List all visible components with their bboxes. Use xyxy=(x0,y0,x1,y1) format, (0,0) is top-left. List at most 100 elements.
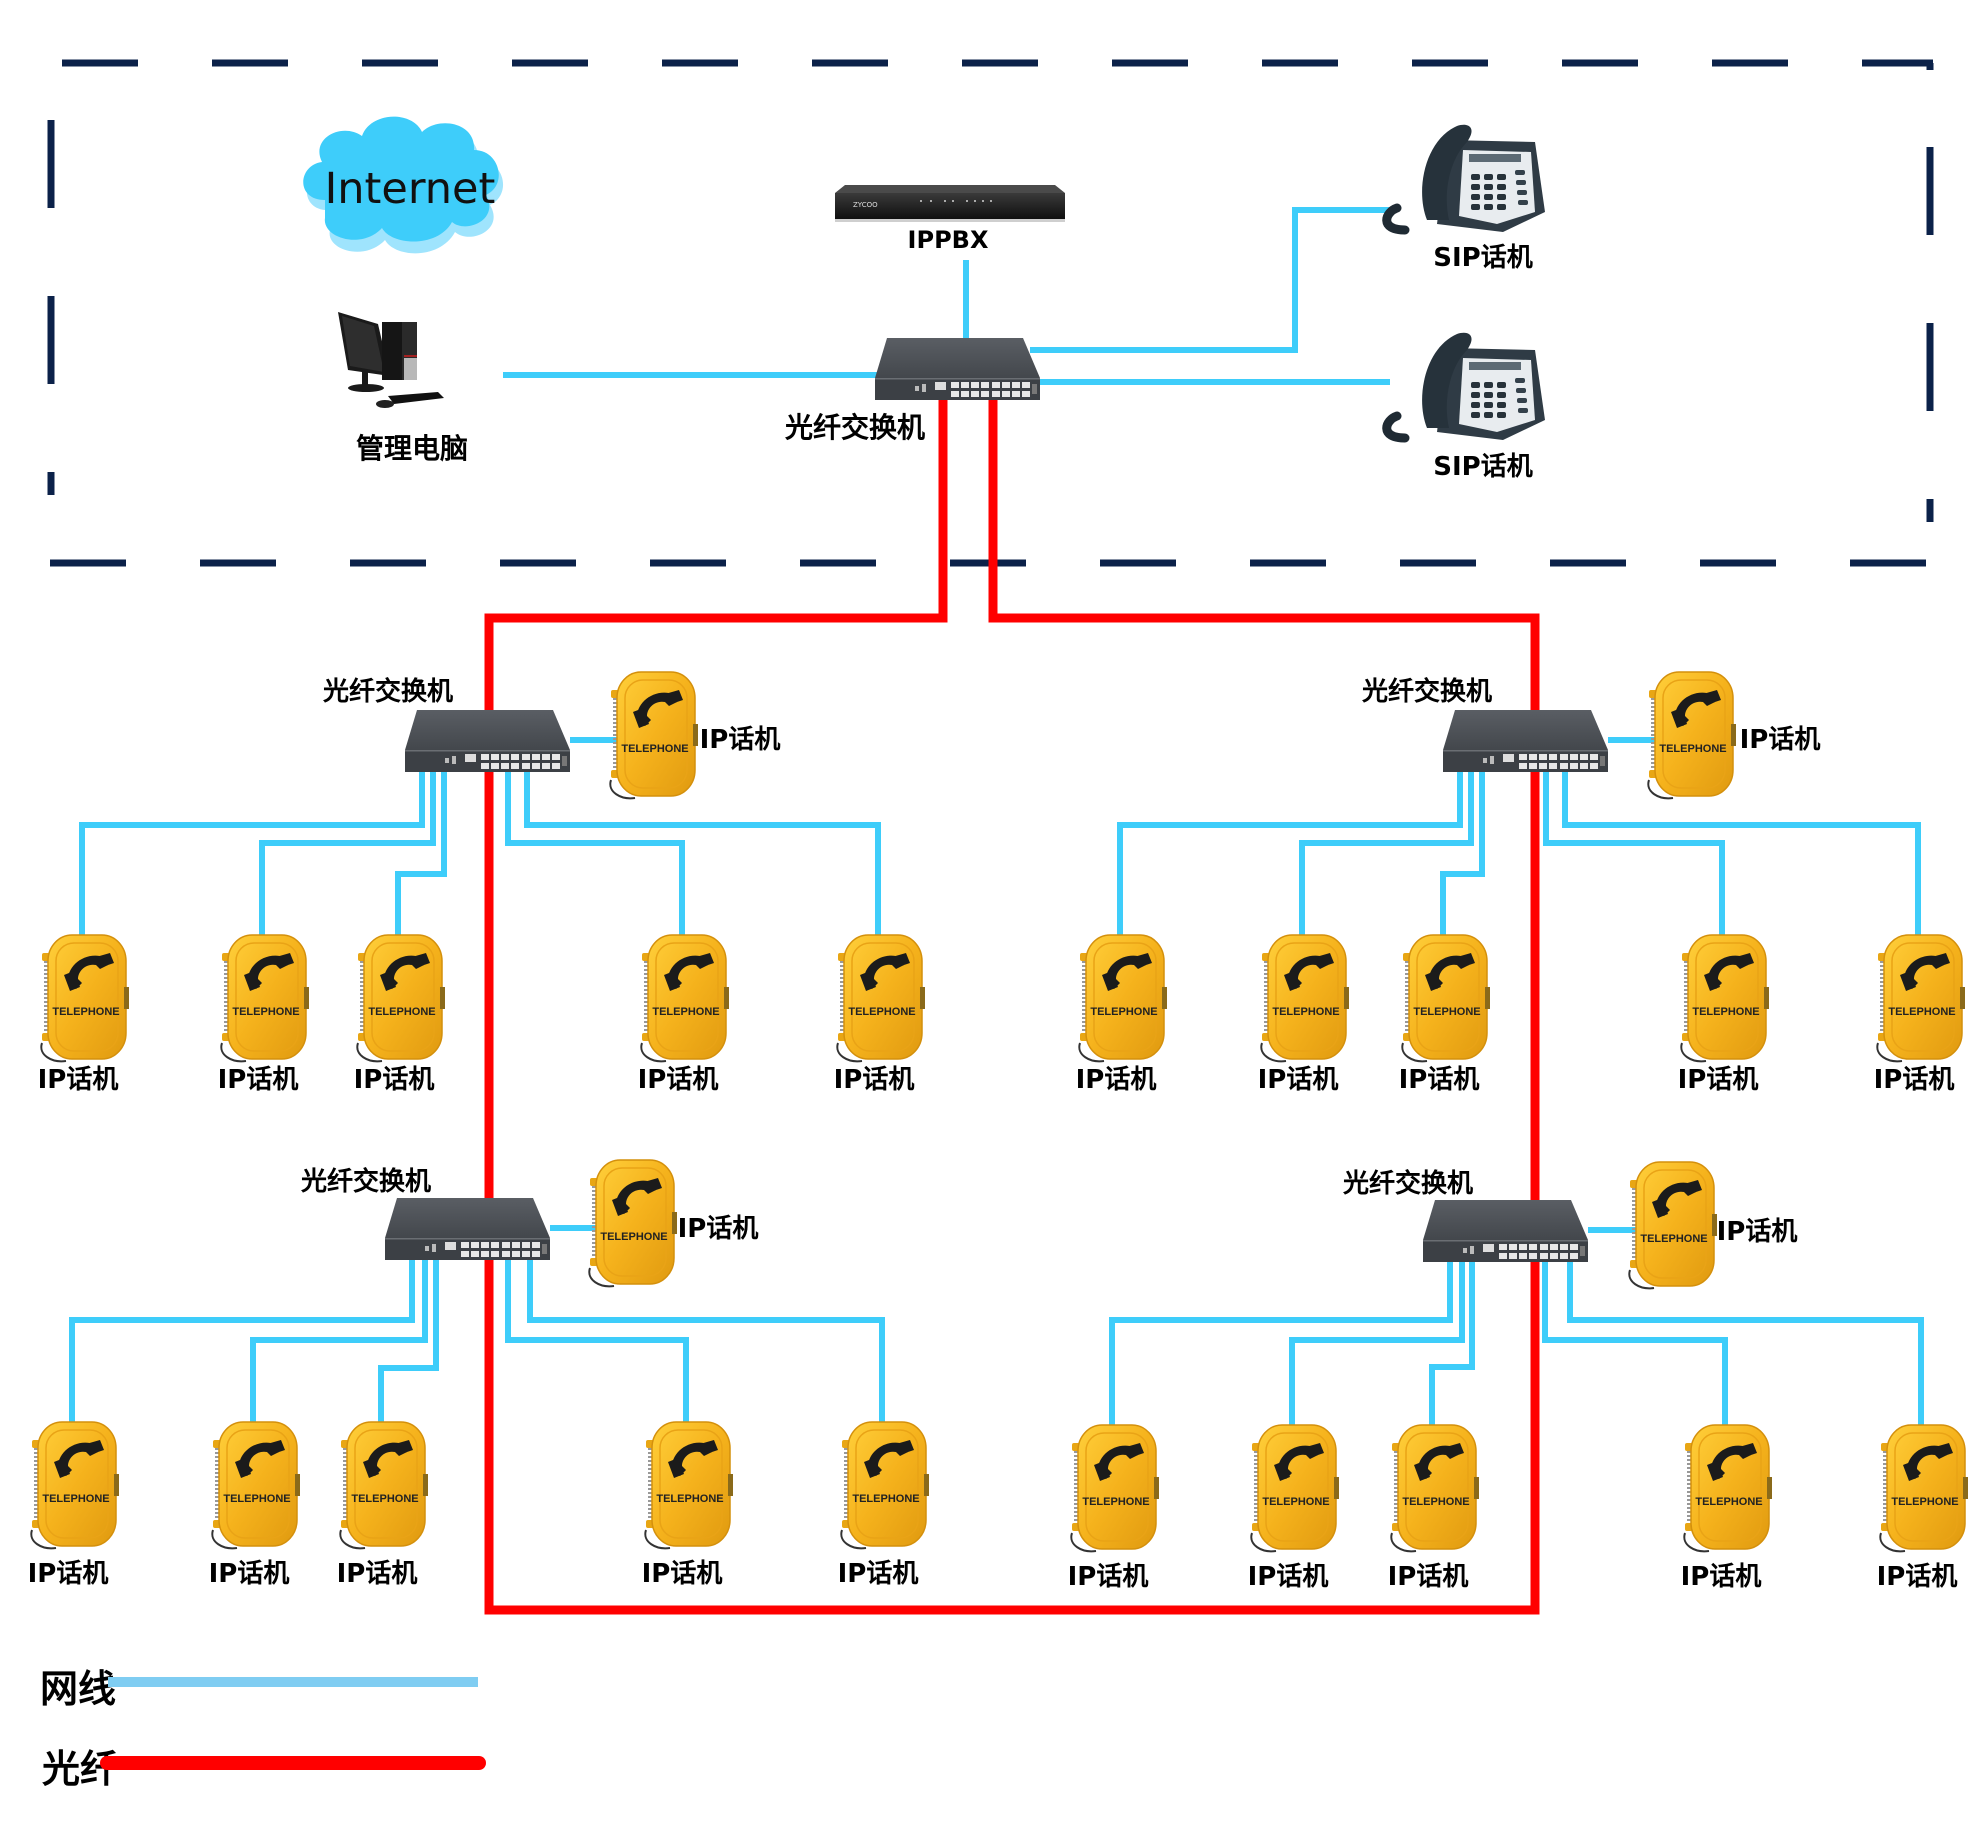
ip-phone-label: IP话机 xyxy=(638,1065,719,1095)
ethernet-link xyxy=(1562,772,1921,935)
ip-telephone-icon xyxy=(1069,1423,1161,1554)
fiber-switch-label: 光纤交换机 xyxy=(322,676,453,707)
telephone-plate-text: TELEPHONE xyxy=(232,1006,299,1018)
ethernet-link xyxy=(378,1260,439,1422)
ip-telephone-icon xyxy=(643,1420,735,1551)
telephone-plate-text: TELEPHONE xyxy=(1659,743,1726,755)
ip-telephone-icon xyxy=(1259,933,1351,1064)
sip-phone-icon xyxy=(1387,125,1545,232)
telephone-plate-text: TELEPHONE xyxy=(1413,1006,1480,1018)
ip-phone-label: IP话机 xyxy=(1740,725,1821,755)
ip-telephone-icon xyxy=(355,933,447,1064)
telephone-plate-text: TELEPHONE xyxy=(1402,1496,1469,1508)
ethernet-link xyxy=(79,772,425,935)
ippbx-device-icon: ZYCOO xyxy=(835,185,1065,222)
ethernet-link xyxy=(1542,1262,1728,1425)
telephone-plate-text: TELEPHONE xyxy=(1640,1233,1707,1245)
ip-phone-label: IP话机 xyxy=(700,725,781,755)
ip-phone-label: IP话机 xyxy=(218,1065,299,1095)
telephone-plate-text: TELEPHONE xyxy=(848,1006,915,1018)
ip-phone-label: IP话机 xyxy=(834,1065,915,1095)
ip-telephone-icon xyxy=(608,670,700,801)
ethernet-link xyxy=(1117,772,1463,935)
sip-phone-icon xyxy=(1387,333,1545,440)
ip-telephone-icon xyxy=(1679,933,1771,1064)
telephone-plate-text: TELEPHONE xyxy=(368,1006,435,1018)
ethernet-link xyxy=(1429,1262,1475,1425)
ip-phone-label: IP话机 xyxy=(838,1559,919,1589)
pc-label: 管理电脑 xyxy=(356,432,468,465)
ethernet-link xyxy=(250,1260,428,1422)
ip-telephone-icon xyxy=(1646,670,1738,801)
telephone-plate-text: TELEPHONE xyxy=(600,1231,667,1243)
ip-phone-label: IP话机 xyxy=(209,1559,290,1589)
ip-telephone-icon xyxy=(839,1420,931,1551)
ethernet-branch-lines xyxy=(69,1225,885,1422)
ip-telephone-icon xyxy=(1077,933,1169,1064)
ip-telephone-icon xyxy=(1682,1423,1774,1554)
ip-phone-label: IP话机 xyxy=(1068,1562,1149,1592)
ip-phone: TELEPHONE IP话机 xyxy=(1877,1423,1970,1592)
ip-telephone-icon xyxy=(39,933,131,1064)
legend-ethernet-label: 网线 xyxy=(40,1667,116,1711)
internet-cloud-icon: Internet xyxy=(303,116,504,254)
sip-phone-label: SIP话机 xyxy=(1433,243,1532,273)
ip-phone: TELEPHONE IP话机 xyxy=(1388,1423,1481,1592)
ip-telephone-icon xyxy=(29,1420,121,1551)
ip-telephone-icon xyxy=(639,933,731,1064)
switch-to-sip-phone-1-link xyxy=(1030,207,1390,353)
ip-phone-label: IP话机 xyxy=(1678,1065,1759,1095)
sub-switch-clusters: 光纤交换机 TELEPHONE IP话机 TELEPHONE IP话机 TELEPHONE… xyxy=(28,670,1970,1592)
ip-phone-label: IP话机 xyxy=(1388,1562,1469,1592)
ip-phone: TELEPHONE IP话机 xyxy=(834,933,927,1095)
ip-telephone-icon xyxy=(1627,1160,1719,1291)
ip-phone-label: IP话机 xyxy=(678,1214,759,1244)
ip-phone-label: IP话机 xyxy=(1399,1065,1480,1095)
ethernet-link xyxy=(1109,1262,1453,1425)
ip-telephone-icon xyxy=(1249,1423,1341,1554)
ip-telephone-icon xyxy=(1400,933,1492,1064)
telephone-plate-text: TELEPHONE xyxy=(351,1493,418,1505)
ip-telephone-icon xyxy=(1875,933,1967,1064)
ethernet-link xyxy=(259,772,436,935)
internet-label: Internet xyxy=(325,164,496,214)
telephone-plate-text: TELEPHONE xyxy=(1891,1496,1958,1508)
ip-telephone-icon xyxy=(1389,1423,1481,1554)
fiber-switch-icon xyxy=(1423,1200,1588,1262)
legend: 网线 光纤 xyxy=(40,1667,486,1791)
sip-phone-label: SIP话机 xyxy=(1433,452,1532,482)
ippbx-label: IPPBX xyxy=(908,226,989,254)
ip-phone-label: IP话机 xyxy=(1681,1562,1762,1592)
ethernet-link xyxy=(395,772,447,935)
ip-telephone-icon xyxy=(587,1158,679,1289)
management-pc-icon xyxy=(338,312,444,408)
main-fiber-switch-icon xyxy=(875,338,1040,400)
telephone-plate-text: TELEPHONE xyxy=(1692,1006,1759,1018)
ip-phone-label: IP话机 xyxy=(1877,1562,1958,1592)
ethernet-branch-lines xyxy=(1109,1227,1924,1425)
ip-telephone-icon xyxy=(835,933,927,1064)
ip-phone: TELEPHONE IP话机 xyxy=(587,1158,759,1289)
svg-text:ZYCOO: ZYCOO xyxy=(853,201,878,209)
ip-phone: TELEPHONE IP话机 xyxy=(218,933,311,1095)
ethernet-link xyxy=(505,1260,689,1422)
ethernet-link xyxy=(1567,1262,1924,1425)
telephone-plate-text: TELEPHONE xyxy=(852,1493,919,1505)
fiber-switch-icon xyxy=(385,1198,550,1260)
fiber-switch-label: 光纤交换机 xyxy=(1361,676,1492,707)
fiber-switch-icon xyxy=(1443,710,1608,772)
